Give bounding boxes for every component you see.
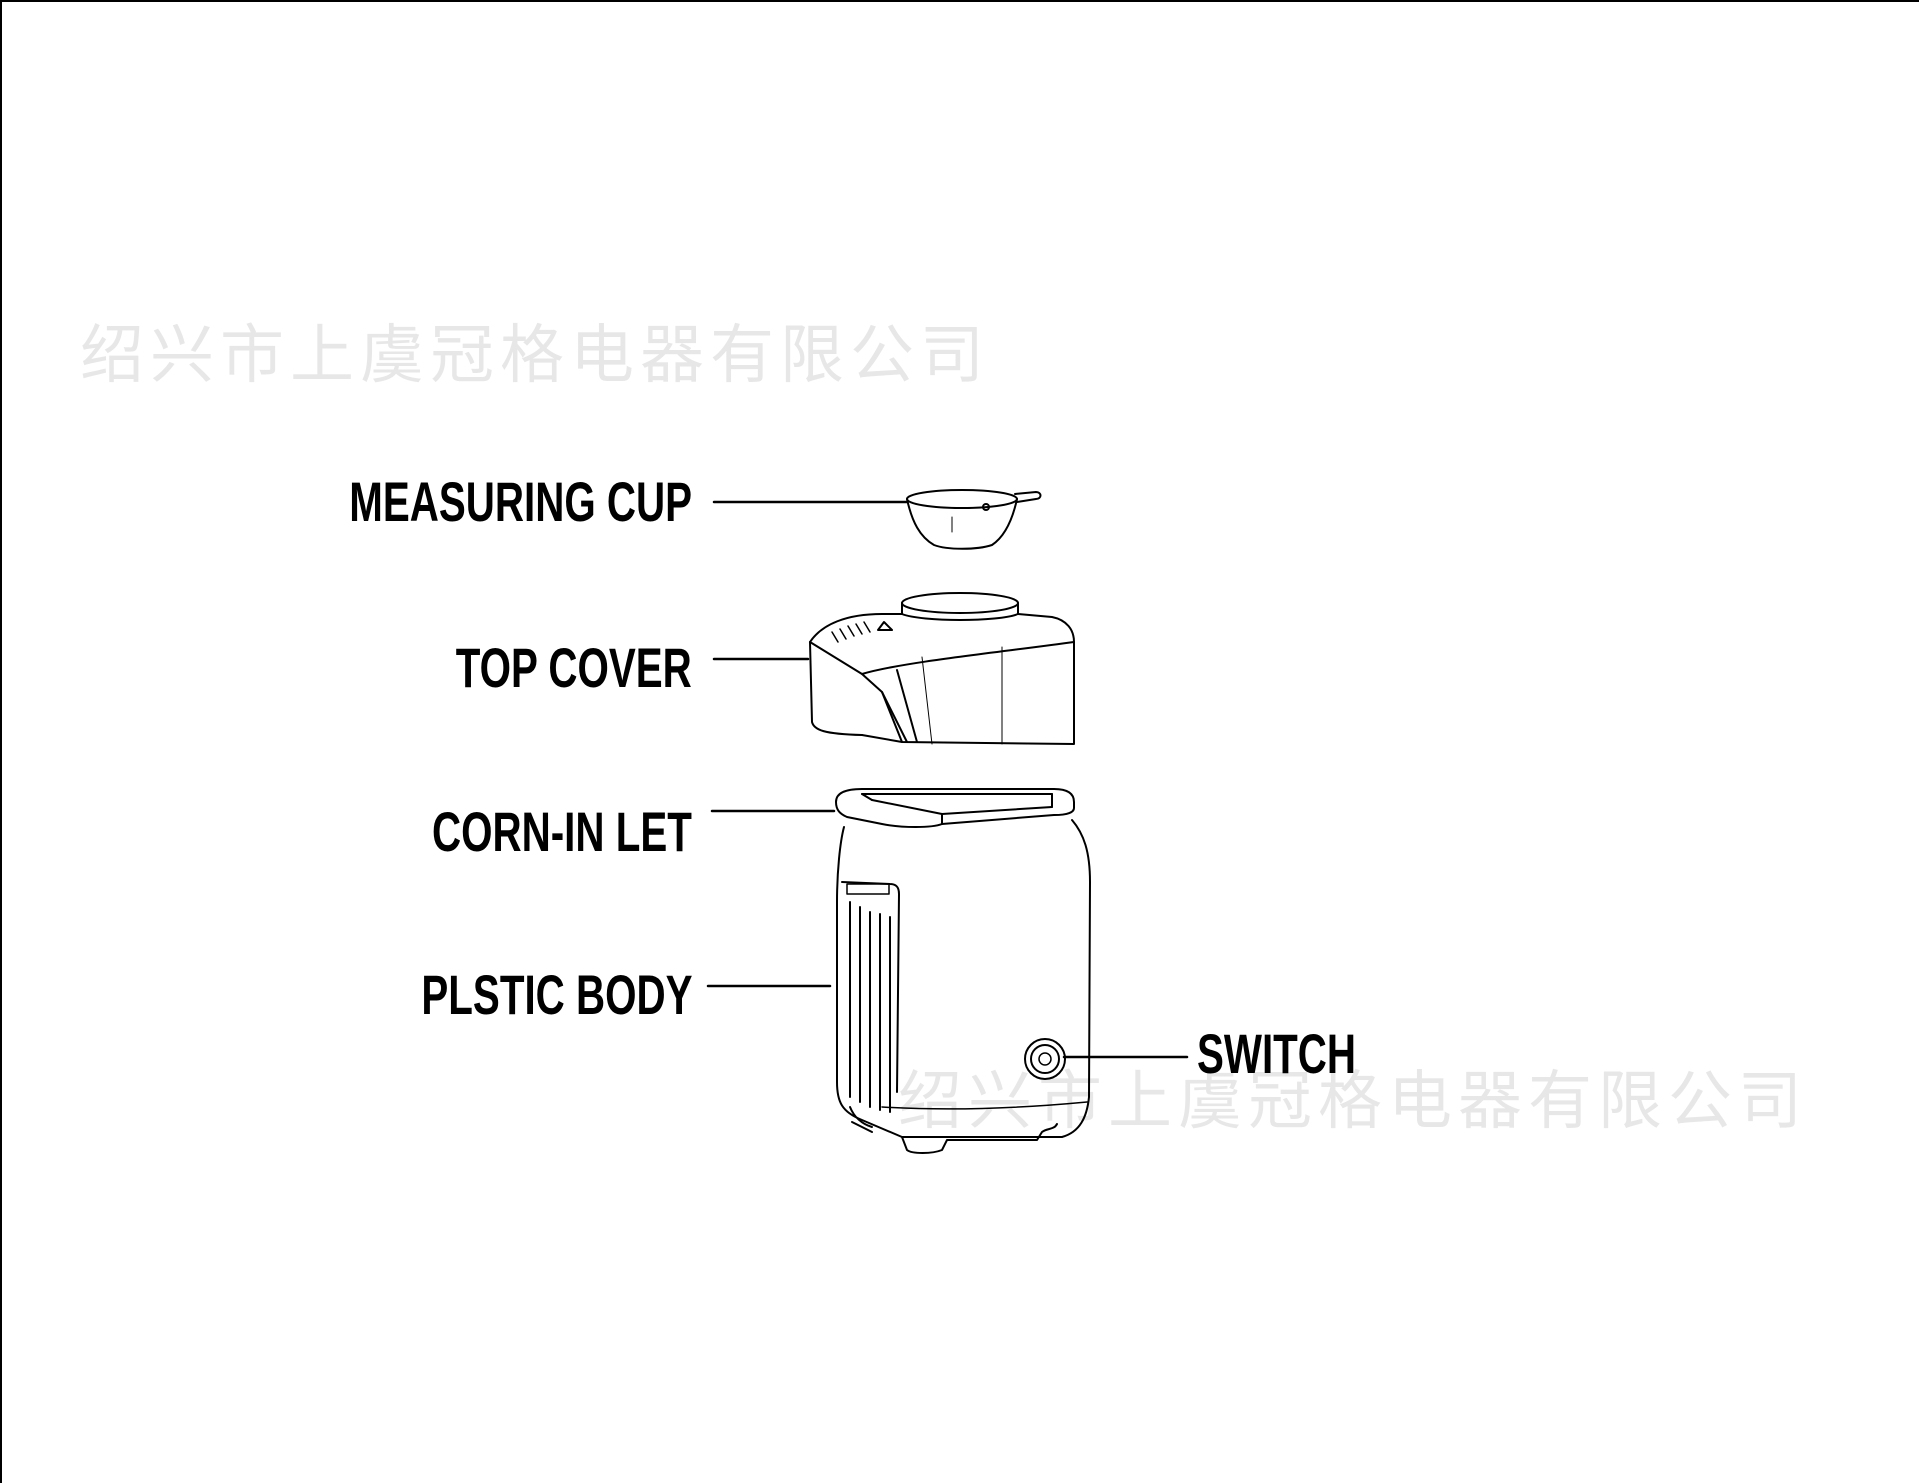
company-watermark-bottom: 绍兴市上虞冠格电器有限公司 [898,1050,1808,1142]
corn-inlet-part [836,789,1074,827]
measuring-cup-part [907,490,1041,549]
top-cover-part [810,593,1074,744]
